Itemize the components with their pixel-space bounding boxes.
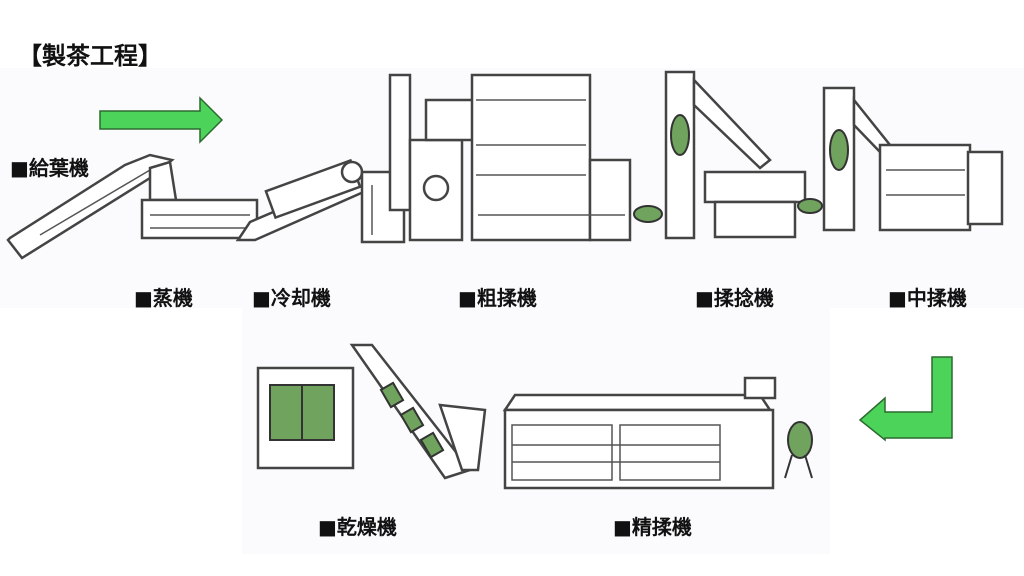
step-label-secondary-roller: ■中揉機 <box>888 286 967 310</box>
dryer-machine-drawing <box>256 343 487 480</box>
steamer-machine-drawing <box>140 198 259 240</box>
finishing-roller-drawing <box>502 376 813 490</box>
feeder-machine-drawing <box>6 153 178 260</box>
step-label-primary-roller: ■粗揉機 <box>458 286 537 310</box>
step-label-steamer: ■蒸機 <box>134 286 193 310</box>
primary-roller-drawing <box>388 73 632 242</box>
rolling-machine-drawing <box>633 70 807 240</box>
step-label-finishing-roller: ■精揉機 <box>613 515 692 539</box>
arrow-return-left-icon <box>858 356 953 442</box>
secondary-roller-drawing <box>797 86 1004 232</box>
step-label-dryer: ■乾燥機 <box>318 515 397 539</box>
step-label-rolling: ■揉捻機 <box>695 286 774 310</box>
cooler-machine-drawing <box>235 158 406 244</box>
arrow-right-icon <box>99 96 224 144</box>
page-title: 【製茶工程】 <box>18 42 162 70</box>
step-label-feeder: ■給葉機 <box>10 156 89 180</box>
step-label-cooler: ■冷却機 <box>252 286 331 310</box>
